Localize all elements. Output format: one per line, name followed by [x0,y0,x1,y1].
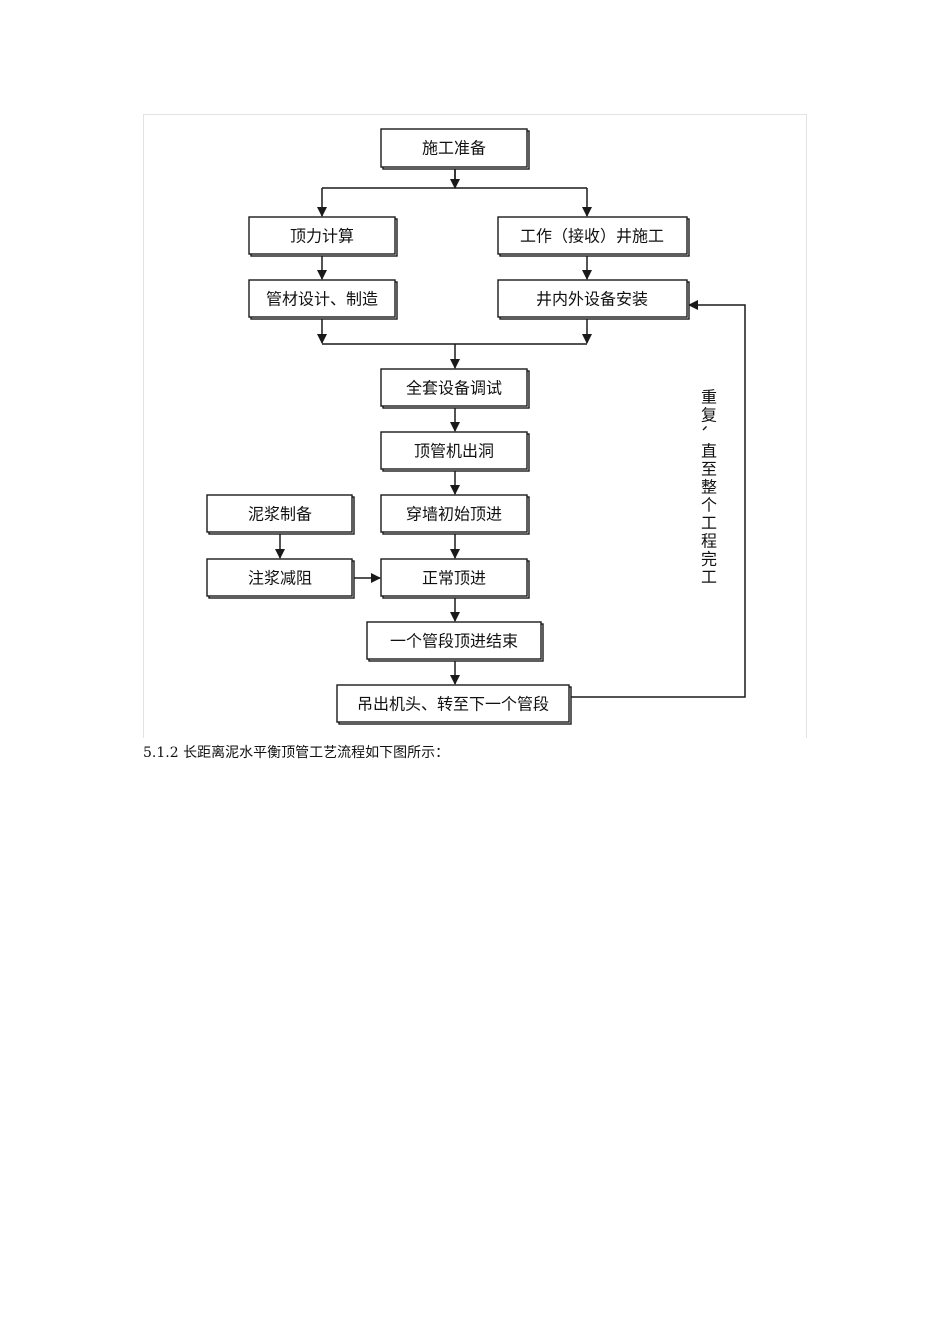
node-exit-hole: 顶管机出洞 [380,431,530,472]
node-wall-jack-label: 穿墙初始顶进 [406,505,502,524]
node-debug-label: 全套设备调试 [406,379,502,398]
node-section-end-label: 一个管段顶进结束 [390,632,518,651]
loop-note-char: 工 [701,568,717,587]
loop-note-char: 重 [701,388,717,407]
loop-note-char: 直 [701,442,717,461]
node-lift-out: 吊出机头、转至下一个管段 [336,684,572,725]
node-equip-install-label: 井内外设备安装 [536,290,648,309]
node-wall-jack: 穿墙初始顶进 [380,494,530,535]
loop-note-char: 完 [701,550,717,569]
node-mud-prep-label: 泥浆制备 [248,505,312,524]
node-shaft-build-label: 工作（接收）井施工 [520,227,664,246]
node-grout-label: 注浆减阻 [248,569,312,588]
flowchart-frame [143,114,807,738]
edge-loop-back [570,300,746,698]
loop-note-char: 复 [701,406,717,425]
pipe-jacking-flowchart: 施工准备 顶力计算 工作（接收）井施工 管材设计、制造 井内外设备安装 全套设备… [206,128,746,725]
node-debug: 全套设备调试 [380,368,530,409]
node-normal-jack-label: 正常顶进 [422,569,486,588]
figure-caption: 5.1.2 长距离泥水平衡顶管工艺流程如下图所示： [143,745,450,761]
node-normal-jack: 正常顶进 [380,558,530,599]
node-jacking-calc-label: 顶力计算 [290,227,354,246]
loop-note-char: 整 [701,478,717,497]
node-pipe-design-label: 管材设计、制造 [266,290,378,309]
node-section-end: 一个管段顶进结束 [366,621,544,662]
node-jacking-calc: 顶力计算 [248,216,398,257]
loop-note-char: 工 [701,514,717,533]
node-lift-out-label: 吊出机头、转至下一个管段 [357,695,549,714]
loop-note-char: 个 [701,496,717,515]
loop-note-char: 、 [700,425,719,441]
node-equip-install: 井内外设备安装 [497,279,690,320]
node-mud-prep: 泥浆制备 [206,494,355,535]
edges [275,167,746,698]
node-prep-label: 施工准备 [422,139,486,158]
loop-note-char: 程 [701,532,717,551]
node-shaft-build: 工作（接收）井施工 [497,216,690,257]
loop-note-char: 至 [701,460,717,479]
node-pipe-design: 管材设计、制造 [248,279,398,320]
node-prep: 施工准备 [380,128,530,170]
node-exit-hole-label: 顶管机出洞 [414,442,494,461]
node-grout: 注浆减阻 [206,558,355,599]
